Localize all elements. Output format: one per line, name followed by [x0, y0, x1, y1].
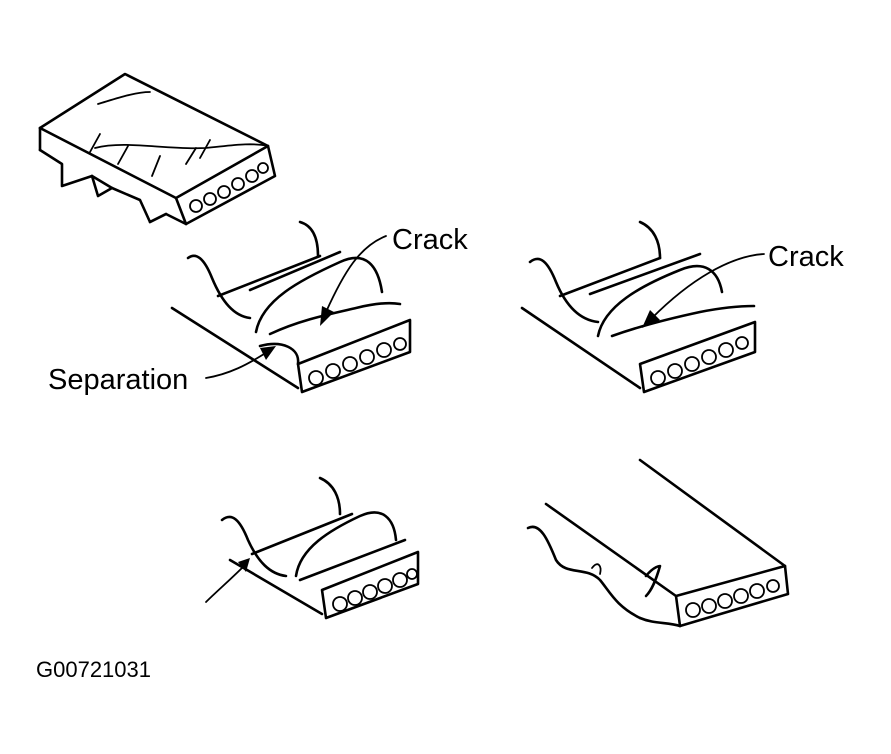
belt-crack [520, 220, 757, 394]
figure-id: G00721031 [36, 657, 151, 682]
separation-label: Separation [48, 364, 188, 396]
crack-2-leader [642, 253, 765, 328]
separation-leader [205, 346, 276, 379]
belt-overview [38, 72, 277, 226]
belt-worn-side [526, 458, 790, 628]
belt-crack-separation [170, 220, 412, 394]
crack-label-2: Crack [768, 241, 844, 273]
crack-1-leader [320, 235, 387, 326]
crack-label-1: Crack [392, 224, 468, 256]
belt-worn-tooth [220, 476, 420, 620]
bottom-left-leader [205, 558, 250, 603]
